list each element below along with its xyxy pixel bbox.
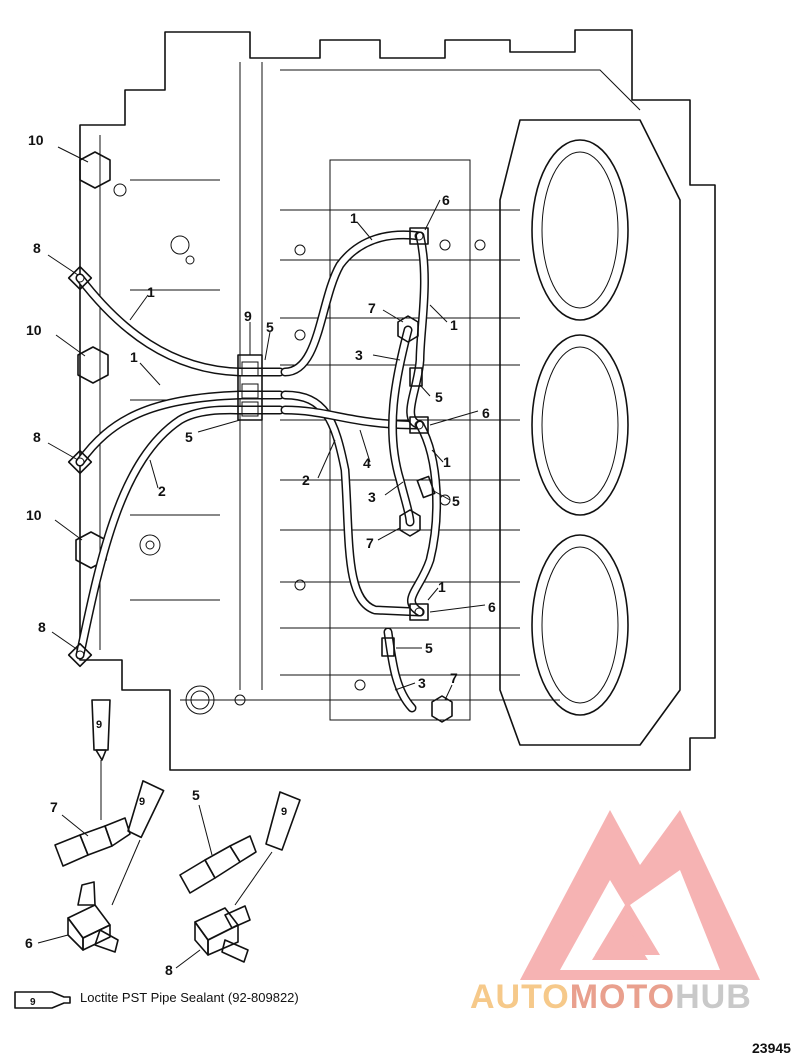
watermark-part-moto: MOTO [569, 978, 676, 1016]
fittings-8 [67, 265, 93, 668]
callout-1-d: 1 [450, 317, 458, 333]
callout-3-b: 3 [368, 489, 376, 505]
legend-tube-icon: 9 [14, 991, 71, 1009]
callout-3-c: 3 [418, 675, 426, 691]
plug-10-middle [77, 346, 109, 384]
watermark-part-auto: AUTO [470, 978, 570, 1016]
callout-10-bottom: 10 [26, 507, 42, 523]
plug-10-group [75, 151, 111, 569]
detail-sealant-tube-1: 9 [91, 699, 111, 820]
callout-7-b: 7 [366, 535, 374, 551]
check-valves-5 [381, 367, 436, 657]
callout-8-top: 8 [33, 240, 41, 256]
callout-5-b: 5 [185, 429, 193, 445]
callout-5-e: 5 [425, 640, 433, 656]
watermark-logo [520, 810, 760, 980]
callout-2-a: 2 [158, 483, 166, 499]
callout-8-bottom: 8 [38, 619, 46, 635]
callout-10-top: 10 [28, 132, 44, 148]
callout-1-f: 1 [438, 579, 446, 595]
callout-4: 4 [363, 455, 371, 471]
tees-6 [409, 227, 429, 621]
detail-callout-6: 6 [25, 935, 33, 951]
watermark-text: AUTOMOTOHUB [470, 978, 752, 1017]
callout-5-d: 5 [452, 493, 460, 509]
callout-6-c: 6 [488, 599, 496, 615]
plug-10-top [79, 151, 111, 189]
detail-sealant-tube-3: 9 [234, 791, 301, 906]
legend-text: Loctite PST Pipe Sealant (92-809822) [80, 990, 299, 1005]
detail-fitting-7: 7 [50, 799, 131, 867]
detail-callout-5: 5 [192, 787, 200, 803]
figure-id: 23945 [752, 1040, 791, 1056]
callout-10-middle: 10 [26, 322, 42, 338]
detail-callout-7: 7 [50, 799, 58, 815]
callout-5-a: 5 [266, 319, 274, 335]
callout-9: 9 [244, 308, 252, 324]
hoses [75, 230, 442, 713]
detail-sealant-tube-2: 9 [111, 780, 165, 906]
callout-5-c: 5 [435, 389, 443, 405]
detail-callout-8: 8 [165, 962, 173, 978]
callout-7-a: 7 [368, 300, 376, 316]
callout-1-c: 1 [350, 210, 358, 226]
watermark-part-hub: HUB [675, 978, 752, 1016]
detail-check-valve-5: 5 [179, 787, 257, 894]
callout-6-a: 6 [442, 192, 450, 208]
leader-lines [47, 146, 486, 701]
detail-fitting-8: 8 [165, 905, 251, 978]
callouts: 10 8 10 8 10 8 1 1 2 9 5 5 1 6 7 1 3 5 6… [26, 132, 496, 691]
callout-3-a: 3 [355, 347, 363, 363]
cylinder-bores [499, 119, 681, 746]
tube-label-1: 9 [96, 719, 102, 731]
callout-7-c: 7 [450, 670, 458, 686]
callout-1-e: 1 [443, 454, 451, 470]
callout-1-b: 1 [130, 349, 138, 365]
tube-label-2: 9 [139, 796, 145, 808]
callout-1-a: 1 [147, 284, 155, 300]
fittings-7 [397, 315, 453, 723]
tube-label-3: 9 [281, 806, 287, 818]
callout-2-b: 2 [302, 472, 310, 488]
legend-tube-label: 9 [30, 997, 36, 1008]
detail-tee-6: 6 [25, 881, 119, 953]
callout-8-middle: 8 [33, 429, 41, 445]
callout-6-b: 6 [482, 405, 490, 421]
